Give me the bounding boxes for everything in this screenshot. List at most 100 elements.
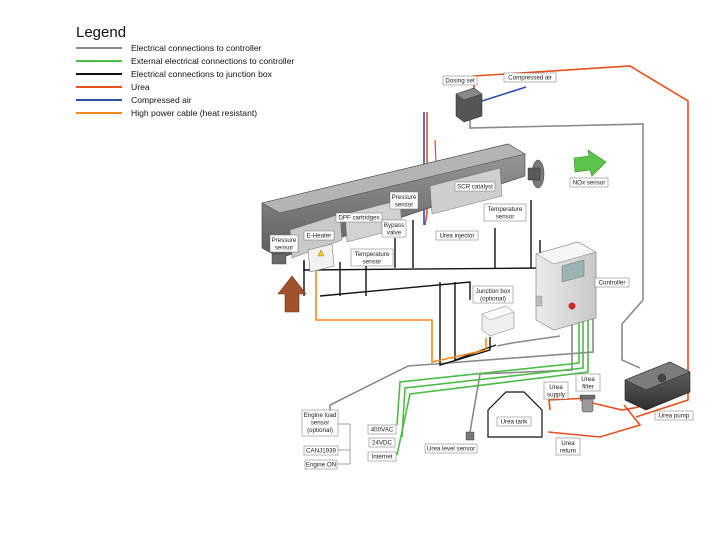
pressure-sensor-mid-line2: sensor — [395, 202, 414, 209]
junction-box-line1: Junction box — [476, 288, 512, 295]
pump-fan-icon — [657, 373, 667, 383]
tag-engine-on: Engine ON — [304, 459, 338, 470]
tag-urea-return: Urea return — [555, 437, 581, 456]
compressed-air-label: Compressed air — [508, 75, 552, 82]
controller-wires — [329, 116, 644, 433]
e-heater-label: E-Heater — [307, 233, 332, 240]
tag-temperature-sensor-mid: Temperature sensor — [350, 248, 394, 267]
urea-injector-label: Urea injector — [439, 233, 474, 240]
tag-engine-load-sensor: Engine load sensor (optional) — [301, 409, 339, 437]
urea-level-wire — [469, 325, 573, 433]
inlet-flange — [271, 253, 287, 265]
external-wire-24vdc — [401, 320, 584, 438]
junction-loop-wire — [439, 282, 491, 366]
pressure-sensor-left-line2: sensor — [275, 245, 294, 252]
dpf-cartridges-label: DPF cartridges — [338, 215, 379, 222]
legend-label: Urea — [131, 82, 150, 92]
urea-return-line2: return — [560, 448, 577, 455]
engine-on-label: Engine ON — [306, 462, 336, 469]
legend-item-urea: Urea — [76, 82, 150, 92]
urea-supply-line — [463, 65, 689, 418]
tag-temperature-sensor-right: Temperature sensor — [483, 203, 527, 222]
engine-load-wire — [329, 312, 594, 418]
tag-controller: Controller — [594, 277, 630, 288]
tag-can-j1939: CANJ1939 — [303, 445, 339, 456]
legend-item-high-power: High power cable (heat resistant) — [76, 108, 257, 118]
controller-label: Controller — [599, 280, 626, 287]
tag-pressure-sensor-left: Pressure sensor — [269, 234, 299, 253]
compressed-air-in-line — [481, 86, 527, 102]
controller-cabinet — [535, 241, 597, 331]
tag-e-heater: E-Heater — [303, 230, 335, 241]
tag-24vdc: 24VDC — [368, 437, 396, 448]
tag-urea-injector: Urea injector — [435, 230, 479, 241]
urea-to-filter-line — [579, 399, 640, 411]
tag-internet: Internet — [367, 451, 397, 462]
warning-icon — [317, 249, 325, 257]
legend-item-junction-box-wire: Electrical connections to junction box — [76, 69, 273, 79]
tag-400vac: 400VAC — [367, 424, 397, 435]
external-wire-internet — [396, 318, 589, 456]
external-wires — [396, 318, 589, 456]
junction-feed-wire — [319, 281, 471, 300]
e-heater-box — [307, 243, 335, 273]
legend-label: External electrical connections to contr… — [131, 56, 294, 66]
urea-level-sensor-label: Urea level sensor — [427, 446, 475, 453]
dosing-set-label: Dosing set — [445, 78, 475, 85]
pressure-sensor-left-line1: Pressure — [272, 237, 297, 244]
legend-title: Legend — [76, 24, 126, 41]
tag-dpf-cartridges: DPF cartridges — [335, 212, 383, 223]
emergency-stop-icon — [568, 302, 576, 310]
nox-sensor-label: NOx sensor — [573, 180, 606, 187]
dosing-to-controller-wire — [469, 116, 644, 369]
tag-urea-supply: Urea supply — [543, 381, 569, 400]
temperature-sensor-mid-line1: Temperature — [355, 251, 390, 258]
tag-nox-sensor: NOx sensor — [569, 177, 609, 188]
urea-filter-line2: filter — [582, 384, 594, 391]
urea-tank-label: Urea tank — [501, 419, 529, 426]
tag-leads — [337, 423, 351, 465]
temperature-sensor-right-line2: sensor — [496, 214, 515, 221]
high-power-cable — [315, 270, 487, 363]
exhaust-outlet-arrow — [573, 149, 607, 177]
cabinet-handle — [535, 295, 543, 307]
tag-bypass-valve: Bypass valve — [381, 219, 407, 238]
urea-return-line — [547, 404, 642, 438]
legend-item-electrical-controller: Electrical connections to controller — [76, 43, 262, 53]
power-400vac-label: 400VAC — [371, 427, 394, 434]
junction-box-line2: (optional) — [480, 296, 506, 303]
urea-level-sensor — [465, 431, 475, 441]
junction-to-controller-wire — [496, 335, 561, 347]
external-wire-400vac — [396, 322, 580, 426]
legend-item-external-electrical: External electrical connections to contr… — [76, 56, 294, 66]
urea-filter-line1: Urea — [581, 376, 595, 383]
outlet-pipe — [527, 167, 541, 181]
urea-pump-label: Urea pump — [659, 413, 690, 420]
junction-box — [481, 305, 515, 337]
tag-urea-filter: Urea filter — [575, 373, 601, 392]
tag-urea-tank: Urea tank — [496, 416, 532, 427]
tag-junction-box: Junction box (optional) — [472, 285, 514, 304]
dosing-set — [455, 87, 483, 123]
power-24vdc-label: 24VDC — [372, 440, 392, 447]
urea-tank — [487, 391, 543, 438]
tag-scr-catalyst: SCR catalyst — [454, 181, 496, 192]
scr-catalyst-label: SCR catalyst — [457, 184, 493, 191]
temperature-sensor-right-line1: Temperature — [488, 206, 523, 213]
urea-injector-feed — [424, 112, 428, 226]
temperature-sensor-mid-line2: sensor — [363, 259, 382, 266]
can-j1939-label: CANJ1939 — [306, 448, 336, 455]
engine-load-sensor-line1: Engine load — [304, 412, 337, 419]
legend-item-compressed-air: Compressed air — [76, 95, 192, 105]
tag-dosing-set: Dosing set — [442, 75, 478, 86]
legend: Legend Electrical connections to control… — [76, 24, 294, 118]
internet-label: Internet — [372, 454, 393, 461]
urea-supply-line2: supply — [547, 392, 566, 399]
legend-label: Electrical connections to controller — [131, 43, 262, 53]
urea-pump — [624, 361, 691, 411]
pressure-sensor-mid-line1: Pressure — [392, 194, 417, 201]
legend-label: Electrical connections to junction box — [131, 69, 273, 79]
engine-load-sensor-line3: (optional) — [307, 427, 333, 434]
urea-supply-line1: Urea — [549, 384, 563, 391]
